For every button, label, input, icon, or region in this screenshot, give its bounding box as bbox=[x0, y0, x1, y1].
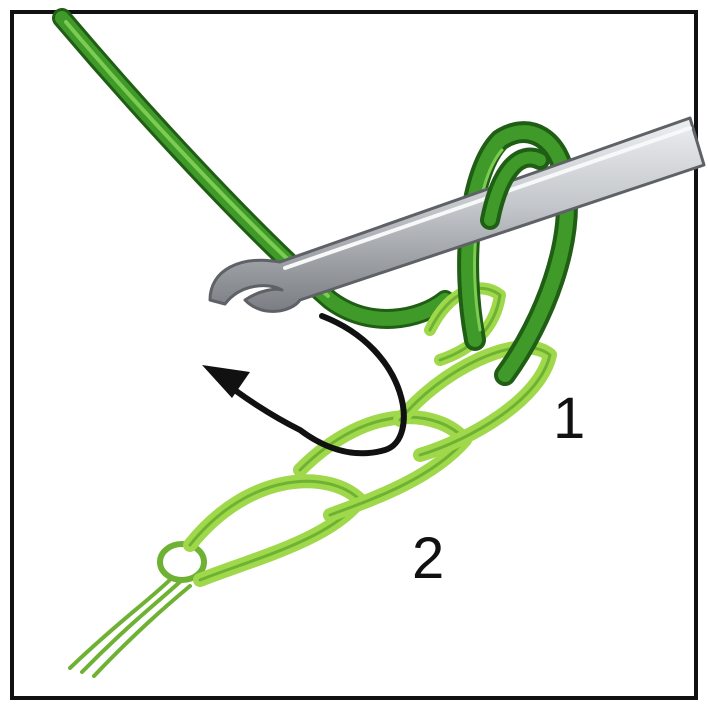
diagram-border bbox=[12, 12, 696, 698]
step-2-label: 2 bbox=[412, 526, 444, 591]
step-1-label: 1 bbox=[553, 386, 585, 451]
